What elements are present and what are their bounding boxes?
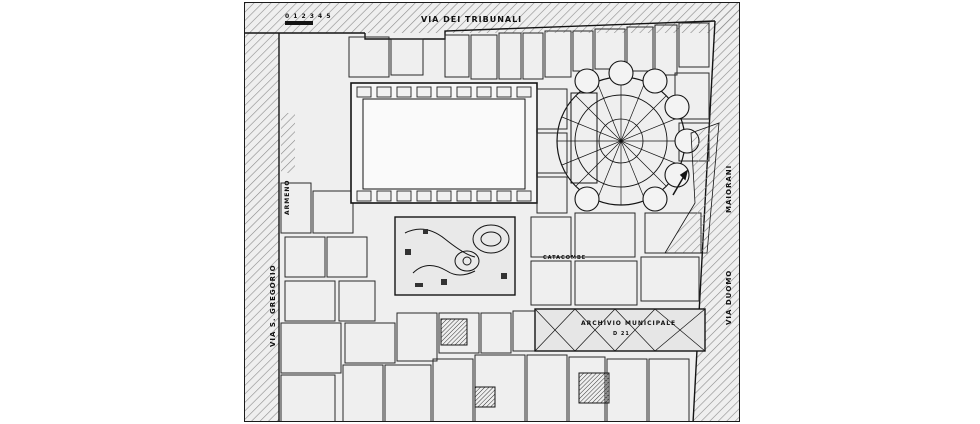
label-room-code: D 21 <box>613 331 630 337</box>
excavation-area <box>394 216 516 296</box>
label-catacombe: CATACOMBE <box>543 255 586 261</box>
label-via-san-gregorio: VIA S. GREGORIO <box>269 264 277 347</box>
label-armeno: ARMENO <box>284 180 291 215</box>
archivio-wing <box>534 308 706 352</box>
scale-bar: 0 1 2 3 4 5 <box>285 13 332 25</box>
plan-drawing: 0 1 2 3 4 5 VIA DEI TRIBUNALI VIA S. GRE… <box>245 3 739 421</box>
north-arrow <box>672 169 689 196</box>
label-via-duomo: VIA DUOMO <box>725 270 733 325</box>
historic-site-plan: 0 1 2 3 4 5 VIA DEI TRIBUNALI VIA S. GRE… <box>244 2 740 422</box>
scale-bar-label: 0 1 2 3 4 5 <box>285 13 332 20</box>
open-ground-east <box>664 122 720 254</box>
cloister-courtyard <box>350 82 538 204</box>
label-archivio: ARCHIVIO MUNICIPALE <box>581 320 676 327</box>
label-maiorani: MAIORANI <box>725 165 733 213</box>
corridor-blocks <box>530 88 638 306</box>
building-blocks <box>280 22 710 421</box>
label-via-tribunali: VIA DEI TRIBUNALI <box>421 15 522 24</box>
dense-fill-areas <box>440 318 610 408</box>
